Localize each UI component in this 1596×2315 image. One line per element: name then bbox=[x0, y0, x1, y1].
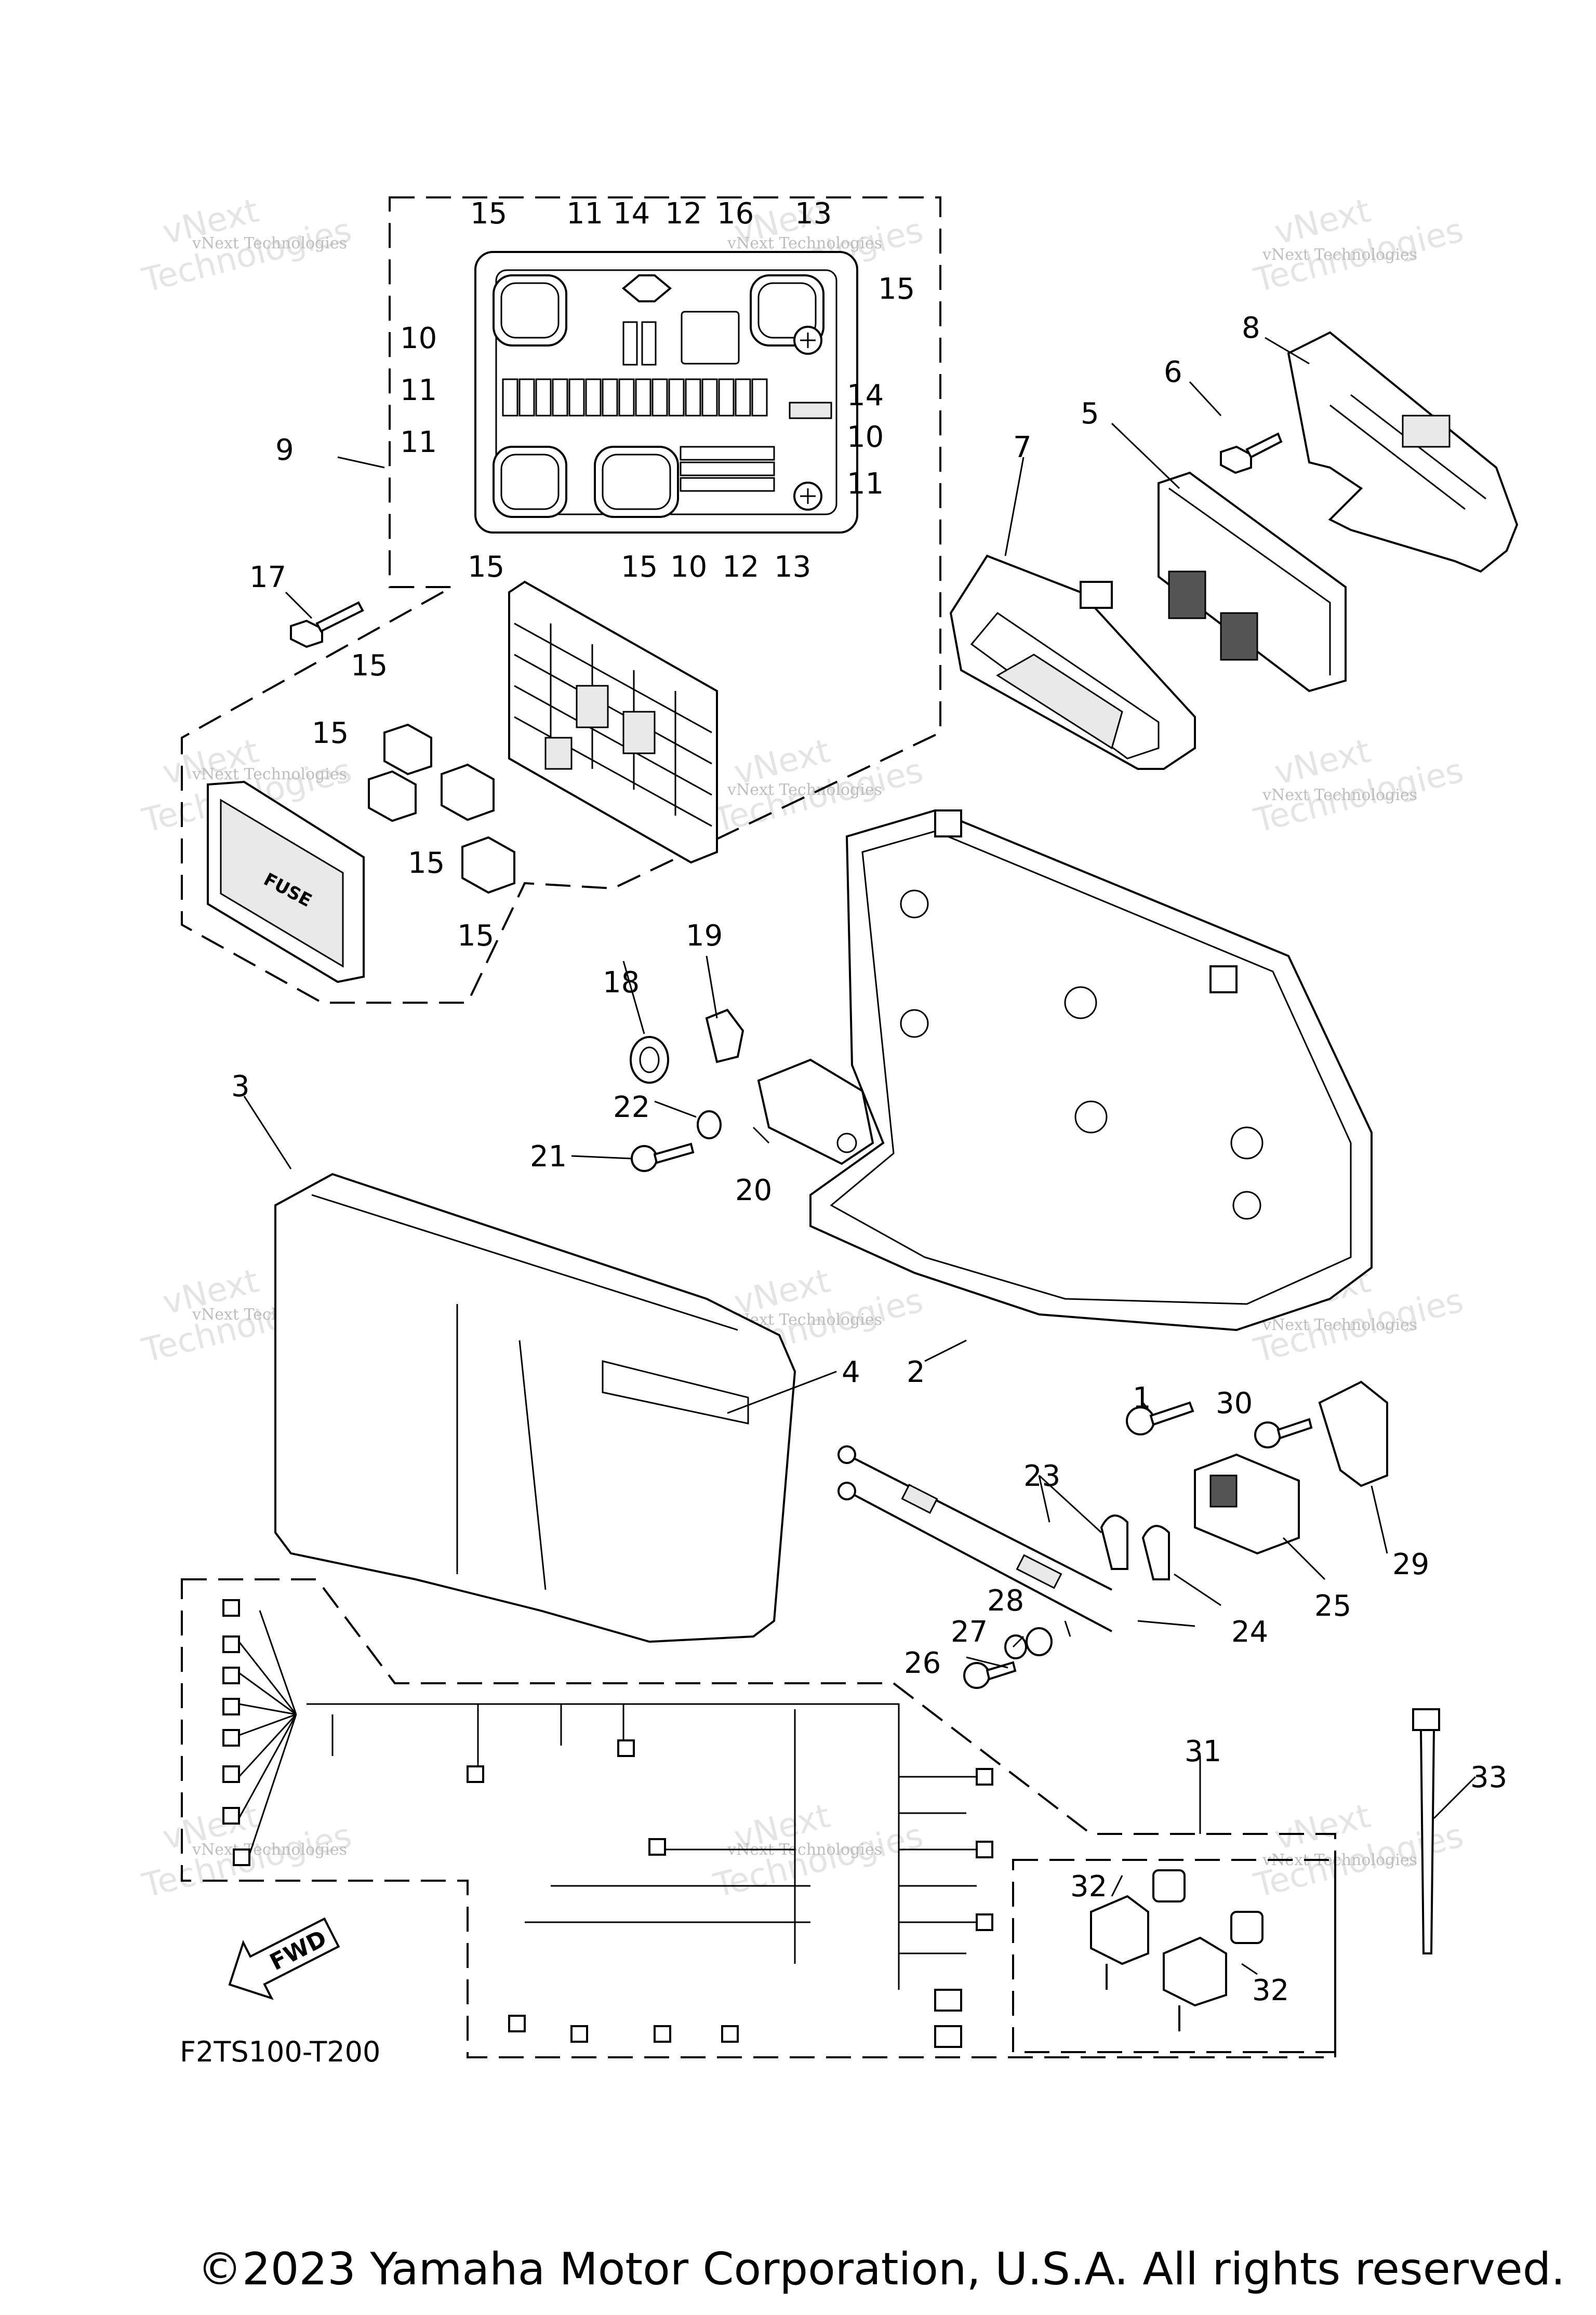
watermark-text: vNext Technologies bbox=[192, 234, 347, 252]
holder-20 bbox=[757, 1058, 874, 1165]
callout-15h: 15 bbox=[457, 919, 494, 953]
washer-22 bbox=[697, 1110, 722, 1139]
callout-6: 6 bbox=[1164, 355, 1182, 389]
callout-20: 20 bbox=[735, 1174, 772, 1207]
callout-11a: 11 bbox=[566, 197, 603, 231]
callout-15f: 15 bbox=[312, 716, 349, 750]
fuse-block-top-view bbox=[474, 251, 858, 534]
screw-21 bbox=[631, 1142, 695, 1172]
ecu-5 bbox=[1158, 471, 1347, 693]
callout-26: 26 bbox=[904, 1646, 941, 1680]
cable-tie-33 bbox=[1412, 1708, 1440, 1954]
callout-14b: 14 bbox=[847, 379, 884, 413]
callout-12a: 12 bbox=[665, 197, 702, 231]
watermark-text: vNext Technologies bbox=[192, 765, 347, 783]
callout-16: 16 bbox=[717, 197, 754, 231]
callout-1: 1 bbox=[1133, 1381, 1151, 1415]
callout-9: 9 bbox=[275, 433, 294, 467]
watermark-text: vNext Technologies bbox=[192, 1841, 347, 1859]
cap-32-b bbox=[1163, 1911, 1264, 2031]
callout-15e: 15 bbox=[351, 649, 388, 683]
wire-harness bbox=[238, 1610, 987, 1990]
harness-connectors bbox=[222, 1599, 993, 2048]
diagram-code: F2TS100-T200 bbox=[180, 2035, 381, 2068]
harness-outline bbox=[181, 1578, 1336, 2058]
callout-10c: 10 bbox=[670, 550, 707, 584]
callout-32b: 32 bbox=[1252, 1974, 1289, 2007]
watermark-text: vNext Technologies bbox=[1262, 786, 1417, 804]
callout-15d: 15 bbox=[621, 550, 658, 584]
callout-28: 28 bbox=[987, 1584, 1024, 1618]
washer-27 bbox=[1004, 1634, 1027, 1659]
fuse-box-body bbox=[508, 580, 718, 864]
callout-5: 5 bbox=[1081, 397, 1099, 431]
callout-27: 27 bbox=[951, 1615, 988, 1649]
bolt-6 bbox=[1220, 432, 1283, 474]
fuse-cover: FUSE bbox=[207, 780, 365, 983]
callout-10b: 10 bbox=[847, 420, 884, 454]
watermark-text: vNext Technologies bbox=[1262, 1316, 1417, 1334]
callout-30: 30 bbox=[1216, 1387, 1253, 1420]
callout-24: 24 bbox=[1231, 1615, 1268, 1649]
callout-14a: 14 bbox=[613, 197, 650, 231]
copyright-notice: ©2023 Yamaha Motor Corporation, U.S.A. A… bbox=[197, 2243, 1565, 2295]
ecu-cover-7 bbox=[949, 554, 1196, 770]
cover-3 bbox=[274, 1173, 796, 1643]
callout-10a: 10 bbox=[400, 322, 437, 355]
cap-kit-outline bbox=[1012, 1859, 1336, 2053]
leader-lines bbox=[243, 337, 1477, 1975]
fuse-box-outline bbox=[181, 196, 941, 1004]
bolt-17 bbox=[290, 601, 364, 648]
callout-15a: 15 bbox=[470, 197, 507, 231]
cables-23-24 bbox=[837, 1445, 1170, 1632]
watermark-text: vNext Technologies bbox=[727, 234, 882, 252]
callout-3: 3 bbox=[231, 1070, 250, 1103]
callout-15g: 15 bbox=[408, 846, 445, 880]
relay-group bbox=[368, 723, 515, 894]
relay-25 bbox=[1194, 1453, 1300, 1555]
watermark-text: vNext Technologies bbox=[1262, 246, 1417, 264]
callout-13a: 13 bbox=[795, 197, 832, 231]
callout-8: 8 bbox=[1242, 311, 1260, 345]
callout-22: 22 bbox=[613, 1090, 650, 1124]
callout-15b: 15 bbox=[878, 272, 915, 306]
bolt-1 bbox=[1126, 1401, 1194, 1435]
bracket-8 bbox=[1287, 331, 1519, 573]
callout-32a: 32 bbox=[1070, 1870, 1107, 1904]
callout-18: 18 bbox=[603, 966, 640, 1000]
callout-25: 25 bbox=[1314, 1589, 1351, 1623]
callout-19: 19 bbox=[686, 919, 723, 953]
callout-31: 31 bbox=[1185, 1735, 1221, 1768]
electrical-box-2 bbox=[809, 809, 1373, 1332]
washer-28 bbox=[1026, 1627, 1053, 1656]
callout-29: 29 bbox=[1392, 1548, 1429, 1581]
callout-17: 17 bbox=[249, 561, 286, 594]
bracket-29 bbox=[1318, 1380, 1388, 1487]
fwd-arrow: FWD bbox=[228, 1917, 340, 2000]
callout-15c: 15 bbox=[468, 550, 504, 584]
callout-21: 21 bbox=[530, 1140, 567, 1174]
callout-12b: 12 bbox=[722, 550, 759, 584]
callout-33: 33 bbox=[1470, 1761, 1507, 1794]
callout-2: 2 bbox=[907, 1355, 925, 1389]
bolt-30 bbox=[1254, 1418, 1313, 1448]
callout-labels: 1 2 3 4 5 6 7 8 9 10 10 10 11 11 11 11 1… bbox=[231, 197, 1507, 2007]
cap-32-a bbox=[1090, 1869, 1186, 1990]
collar-19 bbox=[705, 1008, 744, 1063]
callout-23: 23 bbox=[1023, 1459, 1060, 1493]
callout-11c: 11 bbox=[400, 425, 437, 459]
callout-7: 7 bbox=[1013, 431, 1032, 464]
bolt-26 bbox=[963, 1661, 1017, 1689]
grommet-18 bbox=[630, 1036, 669, 1084]
callout-11b: 11 bbox=[400, 374, 437, 407]
callout-4: 4 bbox=[842, 1355, 860, 1389]
callout-11d: 11 bbox=[847, 467, 884, 501]
callout-13b: 13 bbox=[774, 550, 811, 584]
watermark-text: vNext Technologies bbox=[727, 781, 882, 799]
